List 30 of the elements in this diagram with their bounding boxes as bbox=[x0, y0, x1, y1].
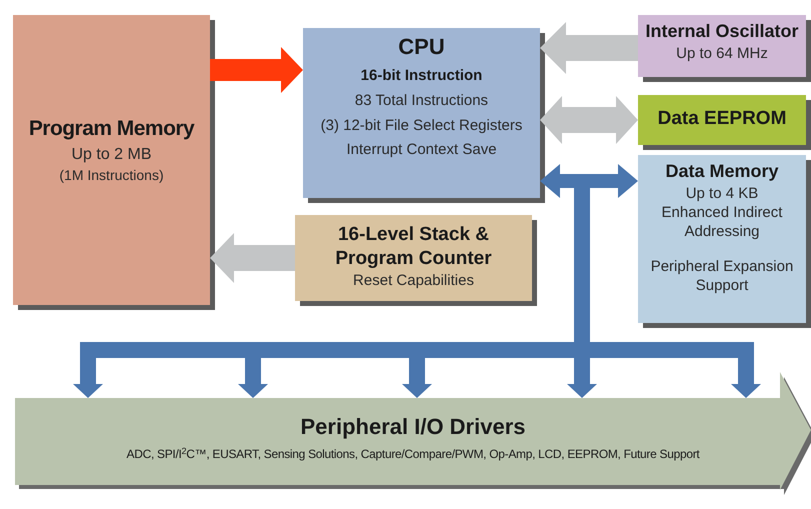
block-title: Internal Oscillator bbox=[645, 20, 799, 43]
block-title: Data EEPROM bbox=[658, 107, 786, 131]
arrow bbox=[210, 233, 295, 283]
stack-block bbox=[295, 215, 532, 301]
detail-text: (1M Instructions) bbox=[59, 166, 164, 185]
oscillator-block bbox=[638, 15, 806, 77]
block-title: Data Memory bbox=[665, 160, 779, 183]
capacity-text: Up to 4 KB bbox=[686, 184, 758, 204]
feature-text: 83 Total Instructions bbox=[354, 90, 488, 111]
capacity-text: Up to 2 MB bbox=[71, 144, 152, 165]
band-title: Peripheral I/O Drivers bbox=[300, 413, 526, 441]
feature-text: Interrupt Context Save bbox=[346, 140, 497, 160]
peripheral-list-text: ADC, SPI/I$^{2}$C™, EUSART, Sensing Solutions, Capture/Compare/PWM, Op-Amp, LCD, EEPROM, Future Support bbox=[126, 446, 700, 463]
eeprom-block bbox=[638, 95, 806, 145]
arrow bbox=[210, 47, 303, 93]
feature-text: 16-bit Instruction bbox=[360, 66, 482, 86]
feature-text: Enhanced Indirect Addressing bbox=[660, 204, 784, 242]
feature-text: Peripheral Expansion Support bbox=[650, 258, 794, 296]
arrow bbox=[540, 164, 638, 198]
arrow bbox=[540, 96, 638, 144]
block-title: CPU bbox=[398, 33, 445, 61]
block-title: 16-Level Stack & Program Counter bbox=[334, 223, 493, 270]
feature-text: Reset Capabilities bbox=[353, 270, 474, 290]
cpu-block bbox=[303, 28, 540, 198]
frequency-text: Up to 64 MHz bbox=[676, 44, 768, 64]
block-title: Program Memory bbox=[28, 116, 194, 142]
memory-block bbox=[13, 15, 210, 305]
arrow bbox=[540, 22, 638, 74]
feature-text: (3) 12-bit File Select Registers bbox=[320, 116, 522, 136]
memory-block bbox=[638, 155, 806, 323]
